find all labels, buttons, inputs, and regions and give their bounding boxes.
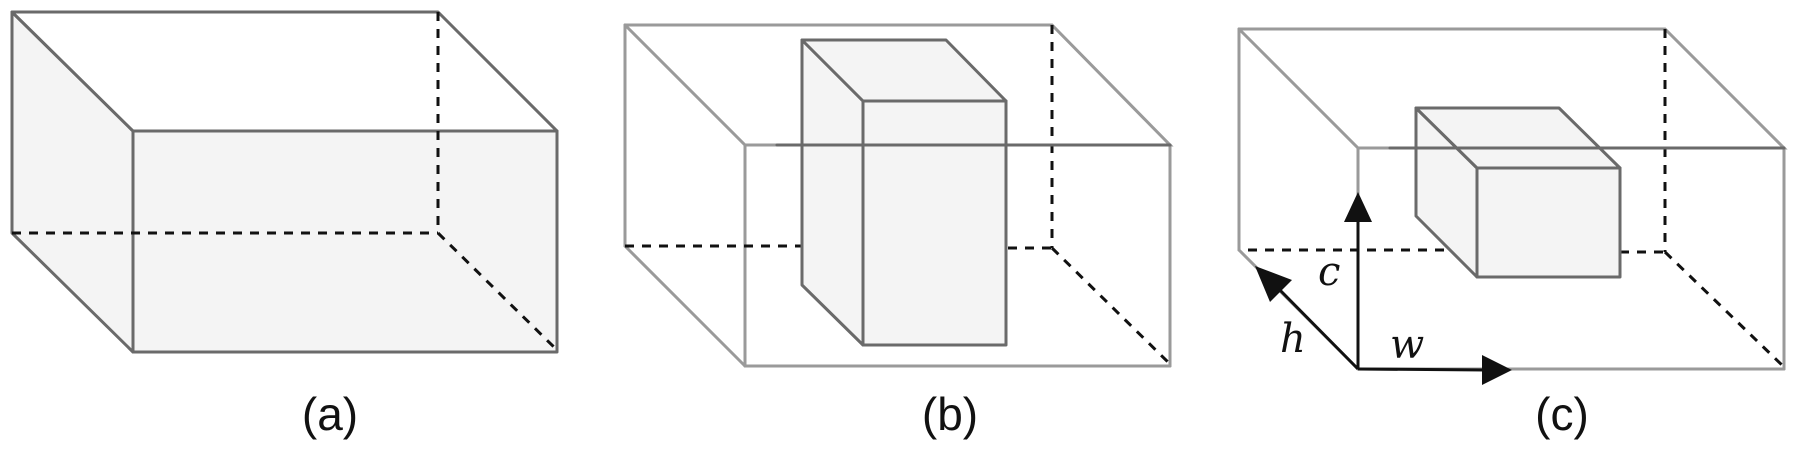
axis-h-label: h <box>1280 316 1306 362</box>
axis-w-arrowhead <box>1482 355 1512 385</box>
axis-w-line <box>1357 367 1487 372</box>
panel-b-tall-box <box>800 38 1008 347</box>
panel-c-small-box <box>1414 106 1622 279</box>
panel-a-top-face <box>10 10 559 133</box>
axis-h-line <box>1273 283 1360 371</box>
panel-c-axes: c h w <box>1255 192 1512 385</box>
panel-a-front-face <box>131 129 559 354</box>
panel-a-box <box>10 10 559 354</box>
panel-a-caption: (a) <box>302 388 358 440</box>
panel-b-hidden-edge-diagonal <box>1050 246 1172 366</box>
axis-c-label: c <box>1318 249 1340 295</box>
axis-c-arrowhead <box>1344 192 1372 222</box>
panel-c-hidden-edge-diagonal <box>1663 250 1786 369</box>
panel-b-box-top-face <box>800 38 1008 103</box>
panel-b-box-front-face <box>861 99 1008 347</box>
axis-w-label: w <box>1390 322 1424 368</box>
panel-b: (b) <box>623 23 1174 440</box>
panel-c-caption: (c) <box>1535 388 1589 440</box>
panel-a-hidden-edge-diagonal <box>436 231 559 352</box>
panel-c: c h w (c) <box>1237 27 1788 440</box>
panel-a: (a) <box>10 10 559 440</box>
panel-b-container-left-bottom <box>623 244 747 368</box>
axis-h-arrowhead <box>1255 266 1292 302</box>
panel-c-box-front-face <box>1475 166 1622 279</box>
panel-b-container <box>623 23 1174 368</box>
panel-b-caption: (b) <box>922 388 978 440</box>
